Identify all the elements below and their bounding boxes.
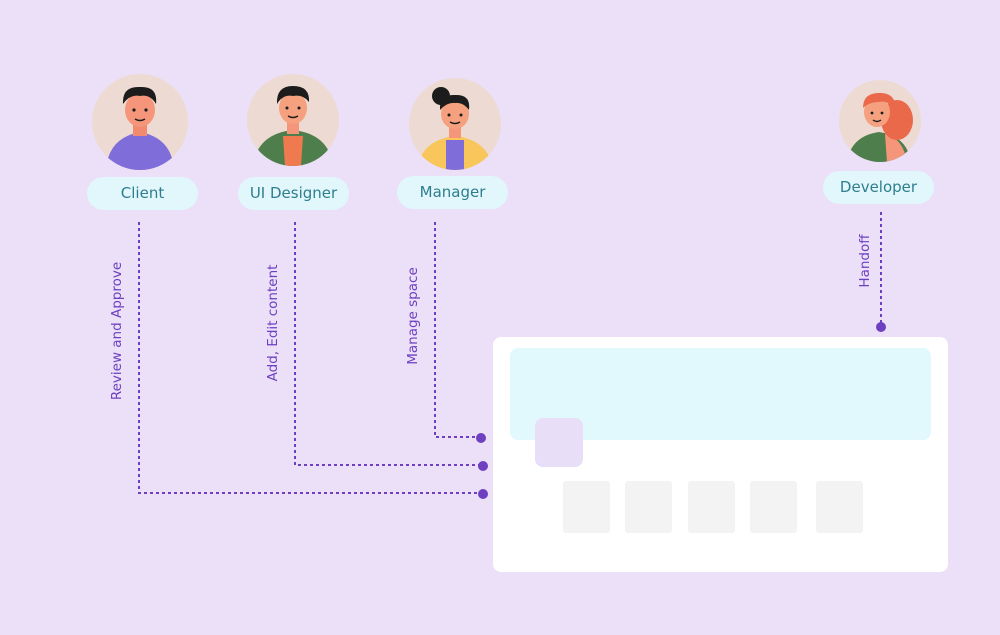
manager-connector bbox=[434, 222, 481, 438]
client-connector-dot bbox=[478, 489, 488, 499]
action-review-approve: Review and Approve bbox=[109, 261, 125, 401]
ui-designer-connector-dot bbox=[478, 461, 488, 471]
role-developer: Developer bbox=[823, 171, 934, 204]
content-tile bbox=[563, 481, 610, 533]
ui-designer-connector bbox=[294, 222, 483, 466]
role-manager: Manager bbox=[397, 176, 508, 209]
role-ui-designer: UI Designer bbox=[238, 177, 349, 210]
action-manage-space: Manage space bbox=[405, 267, 421, 365]
manager-connector-dot bbox=[476, 433, 486, 443]
page-avatar-placeholder bbox=[535, 418, 583, 467]
action-handoff: Handoff bbox=[857, 234, 873, 288]
developer-connector-dot bbox=[876, 322, 886, 332]
ui-designer-avatar-icon bbox=[247, 74, 339, 166]
manager-avatar-icon bbox=[409, 78, 501, 170]
content-tile bbox=[816, 481, 863, 533]
content-tile bbox=[625, 481, 672, 533]
developer-avatar-icon bbox=[839, 80, 921, 162]
content-tile bbox=[688, 481, 735, 533]
client-connector bbox=[138, 222, 483, 494]
content-tile bbox=[750, 481, 797, 533]
client-avatar-icon bbox=[92, 74, 188, 170]
role-client: Client bbox=[87, 177, 198, 210]
action-add-edit-content: Add, Edit content bbox=[265, 264, 281, 382]
